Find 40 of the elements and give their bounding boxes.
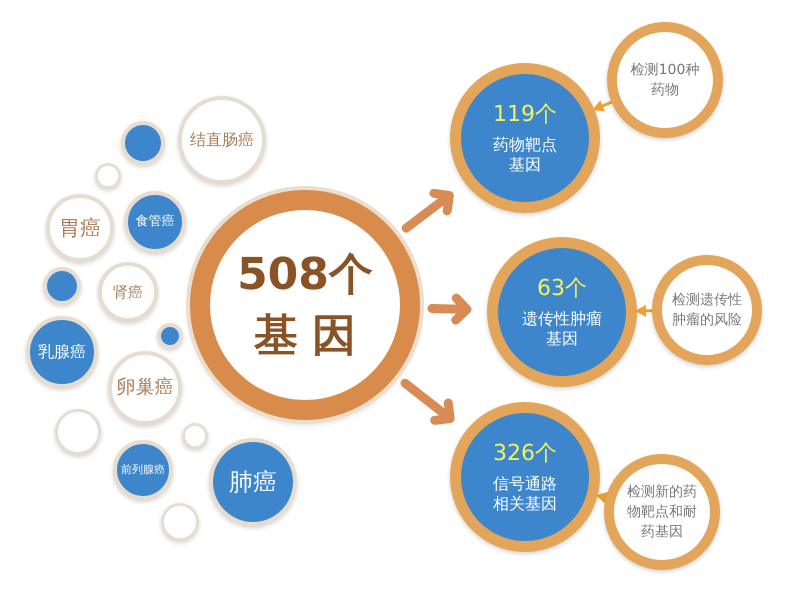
gene-count: 119个 — [493, 101, 557, 129]
cancer-bubble — [46, 194, 114, 262]
arrow — [427, 294, 472, 325]
decorative-circle — [43, 267, 81, 305]
decorative-circle — [121, 121, 165, 165]
cancer-label: 胃癌 — [59, 214, 101, 242]
decorative-circle — [95, 163, 121, 189]
callout-text: 检测100种药物 — [630, 60, 700, 100]
callout-text: 检测新的药物靶点和耐药基因 — [626, 482, 698, 542]
category-label: 药物靶点基因 — [492, 134, 558, 175]
cancer-bubble — [113, 440, 173, 500]
arrow — [400, 378, 455, 425]
cancer-bubble — [26, 316, 98, 388]
gene-count: 326个 — [493, 440, 557, 468]
callout-pointer — [596, 492, 608, 504]
callout-pointer — [635, 304, 654, 317]
cancer-label: 食管癌 — [136, 214, 174, 230]
cancer-bubble — [124, 191, 186, 253]
category-label: 信号通路相关基因 — [492, 474, 558, 514]
cancer-bubble — [178, 96, 266, 184]
cancer-label: 乳腺癌 — [38, 342, 86, 362]
cancer-label: 结直肠癌 — [190, 130, 254, 150]
callout-text: 检测遗传性肿瘤的风险 — [670, 290, 743, 330]
decorative-circle — [157, 323, 183, 349]
cancer-label: 肺癌 — [229, 467, 277, 497]
decorative-circle — [55, 409, 101, 455]
arrow — [402, 188, 454, 233]
gene-total-number: 508个 — [237, 248, 373, 302]
cancer-label: 肾癌 — [113, 282, 143, 302]
cancer-bubble — [98, 262, 158, 322]
callout-pointer — [592, 100, 613, 112]
cancer-bubble — [108, 351, 182, 425]
cancer-label: 前列腺癌 — [121, 463, 165, 477]
decorative-circle — [161, 503, 199, 541]
gene-count: 63个 — [537, 275, 587, 303]
category-label: 遗传性肿瘤基因 — [520, 308, 603, 349]
decorative-circle — [182, 423, 208, 449]
cancer-label: 卵巢癌 — [116, 376, 174, 400]
cancer-bubble — [209, 438, 297, 526]
gene-label: 基因 — [254, 309, 370, 363]
